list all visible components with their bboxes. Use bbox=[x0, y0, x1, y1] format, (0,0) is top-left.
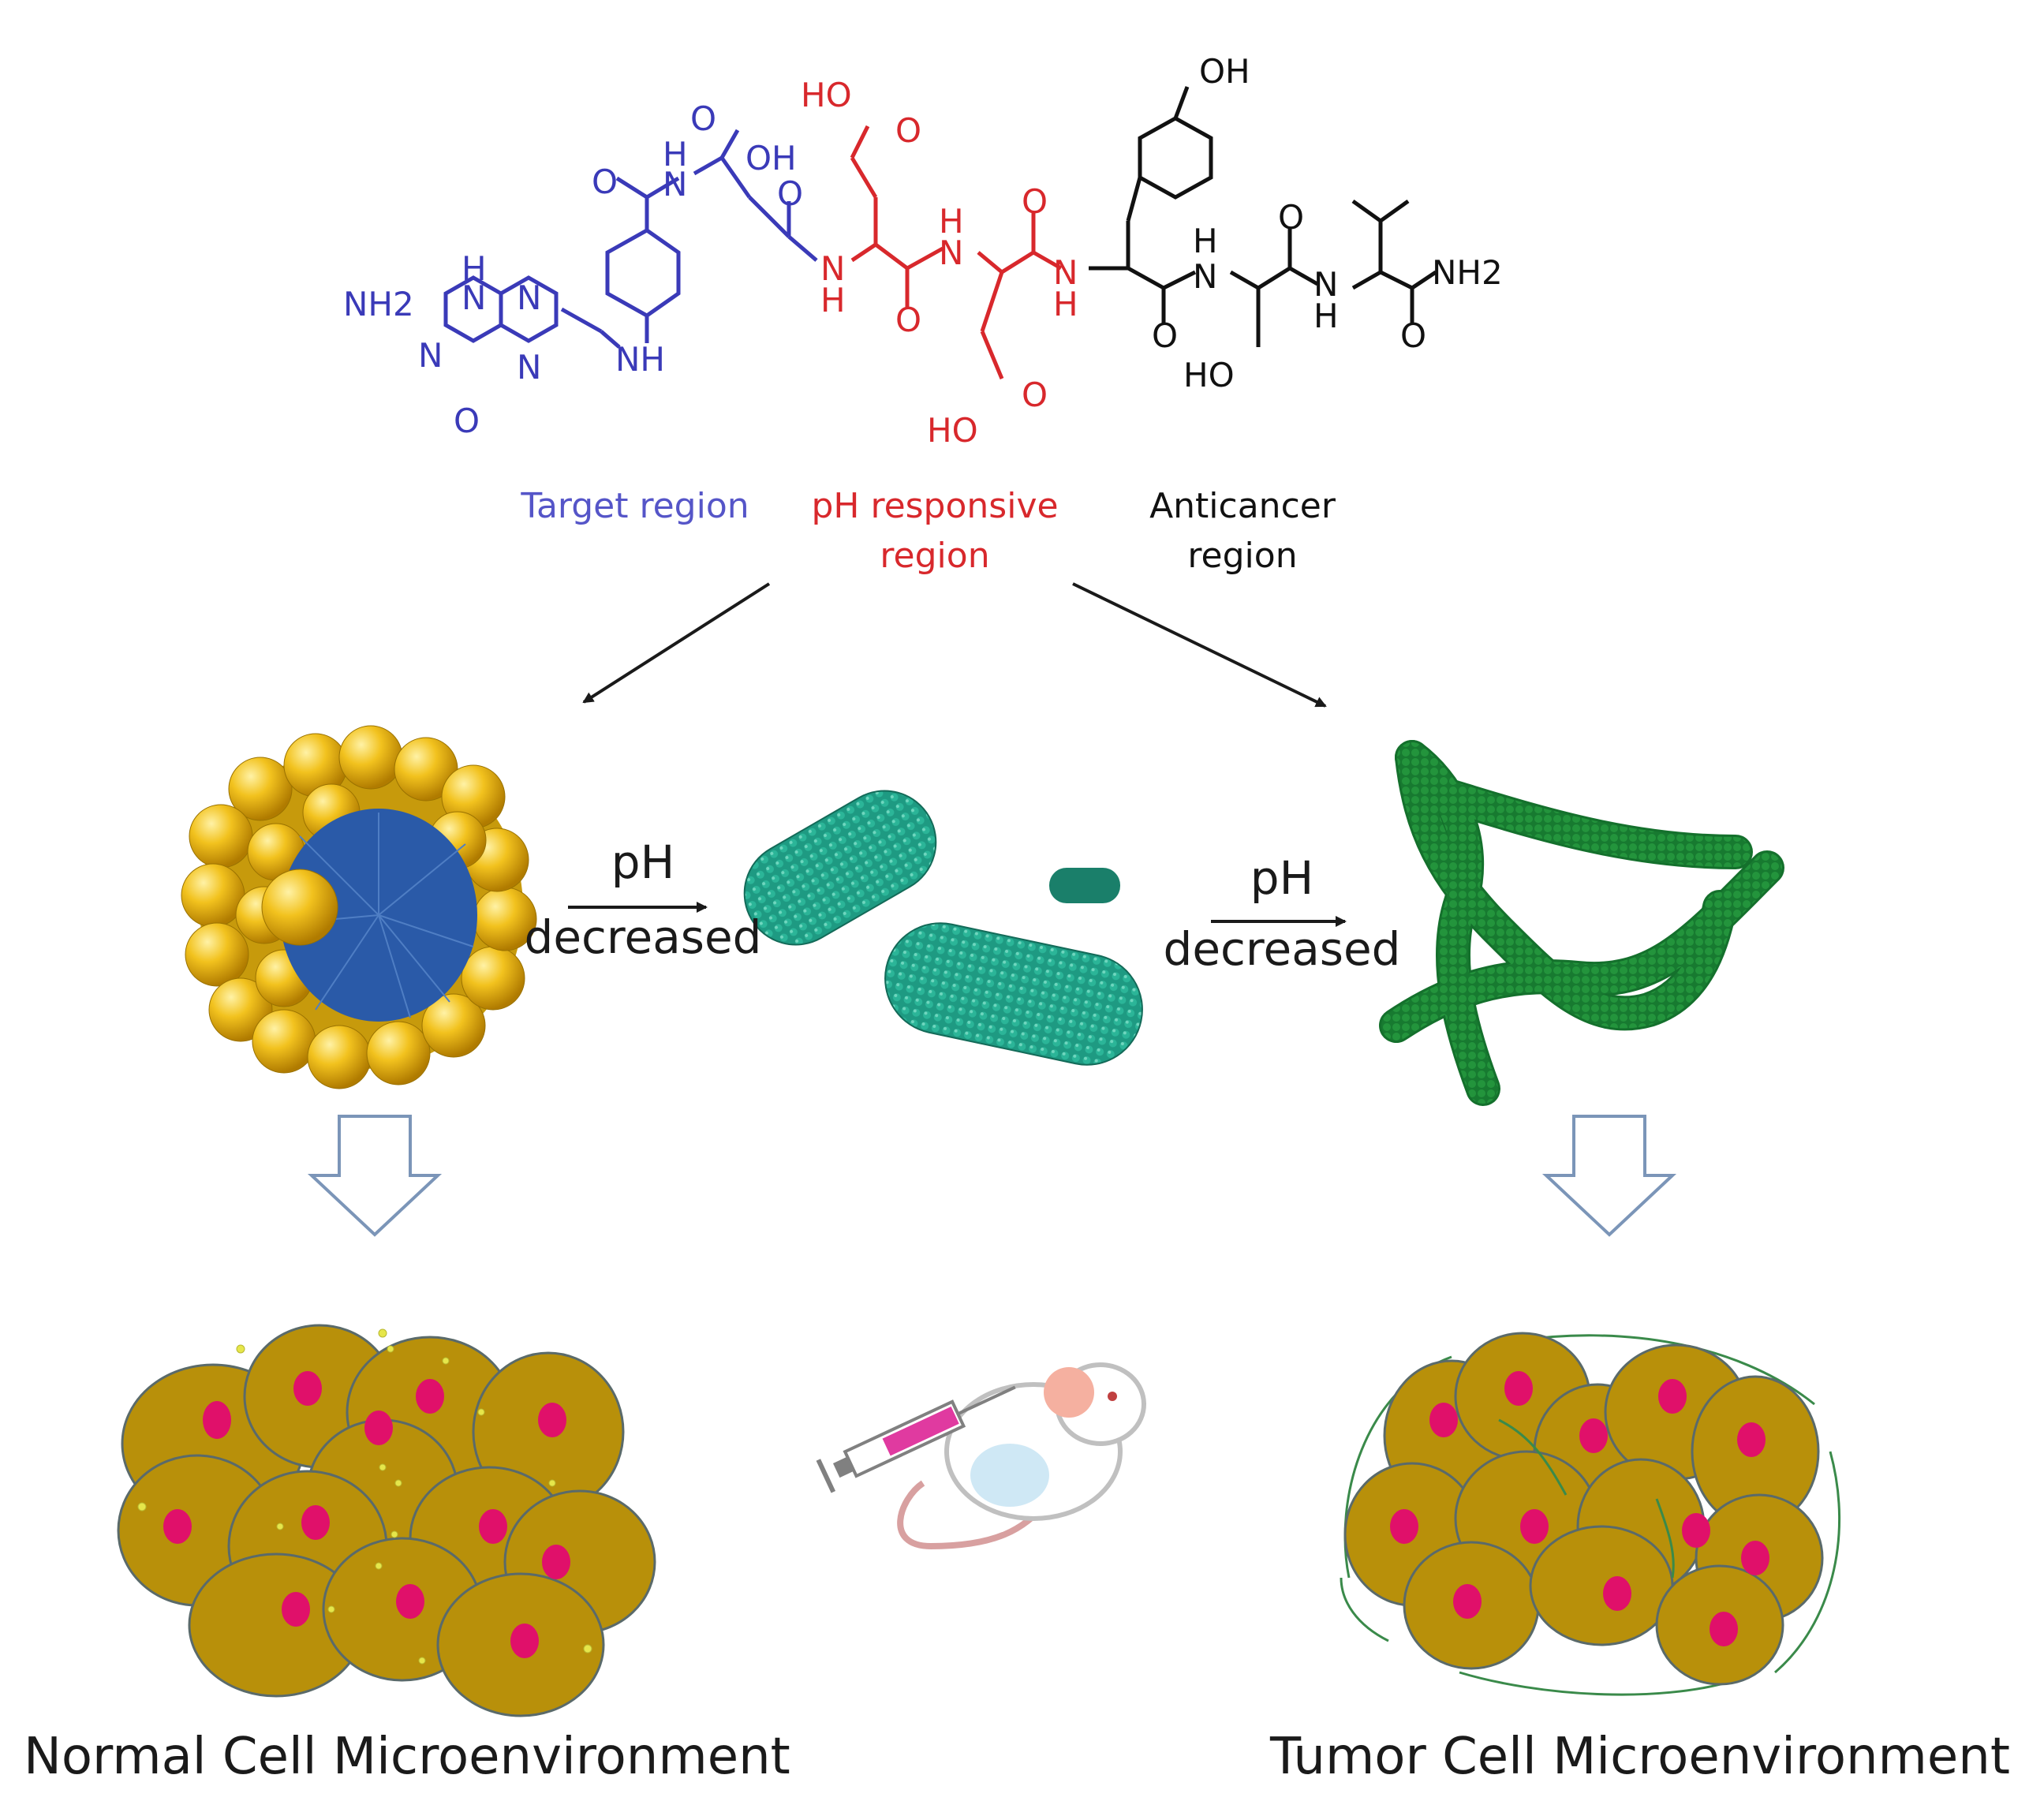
target-nh2: NH2 bbox=[343, 285, 414, 323]
target-o2: O bbox=[592, 163, 618, 201]
anti-h1: H bbox=[1193, 222, 1218, 260]
target-n1: N bbox=[461, 278, 486, 317]
target-n2: N bbox=[418, 336, 443, 375]
ph-o2: O bbox=[895, 301, 921, 339]
tumor-cell-caption: Tumor Cell Microenvironment bbox=[1270, 1728, 2010, 1786]
ph-h3: H bbox=[1053, 285, 1078, 323]
hollow-down-arrow-icon bbox=[1541, 1115, 1677, 1237]
target-n3: N bbox=[517, 278, 541, 317]
target-atom-labels: NH2 H N N N N O NH O H N O OH O bbox=[343, 99, 803, 440]
target-h2: H bbox=[663, 135, 688, 174]
ph-ho2: HO bbox=[927, 411, 978, 450]
transition-1-ph: pH bbox=[611, 835, 675, 889]
nanofibers bbox=[1379, 740, 1784, 1106]
ph-h2: H bbox=[939, 202, 964, 241]
mouse-icon bbox=[897, 1362, 1146, 1550]
target-oh: OH bbox=[745, 139, 797, 177]
ph-o1: O bbox=[895, 111, 921, 150]
ph-h1: H bbox=[820, 281, 846, 319]
anti-n1: N bbox=[1193, 257, 1217, 296]
target-o3: O bbox=[690, 99, 716, 138]
micelle bbox=[181, 725, 537, 1089]
ph-n2: N bbox=[939, 234, 963, 272]
transition-2-decreased: decreased bbox=[1163, 922, 1401, 976]
ph-region-label-line2: region bbox=[880, 536, 990, 576]
transition-2-ph: pH bbox=[1250, 851, 1314, 905]
ph-o4: O bbox=[1022, 376, 1048, 414]
target-n4: N bbox=[517, 348, 541, 387]
hollow-down-arrow-icon bbox=[307, 1115, 443, 1237]
target-o4: O bbox=[777, 174, 803, 213]
ph-n1: N bbox=[820, 249, 845, 288]
target-region-structure bbox=[443, 129, 818, 349]
ph-region-structure bbox=[850, 125, 1063, 379]
normal-cell-caption: Normal Cell Microenvironment bbox=[24, 1728, 790, 1786]
target-h: H bbox=[461, 249, 487, 288]
target-n5: N bbox=[663, 165, 687, 204]
nanorods bbox=[743, 790, 1143, 1066]
ph-ho1: HO bbox=[801, 76, 852, 114]
target-o1: O bbox=[454, 402, 480, 440]
normal-cell-cluster bbox=[117, 1324, 656, 1717]
anti-o1: O bbox=[1152, 316, 1178, 355]
ph-n3: N bbox=[1053, 253, 1078, 292]
anticancer-region-label-line2: region bbox=[1187, 536, 1298, 576]
anti-n2: N bbox=[1313, 265, 1338, 304]
anti-ho: HO bbox=[1183, 356, 1235, 394]
split-arrow-left bbox=[582, 582, 771, 704]
split-arrow-right bbox=[1072, 582, 1327, 708]
anti-oh: OH bbox=[1199, 52, 1250, 91]
anticancer-atom-labels: OH N H O HO O N H O NH2 bbox=[1152, 52, 1503, 394]
anti-h2: H bbox=[1313, 297, 1339, 335]
anti-nh2: NH2 bbox=[1432, 253, 1503, 292]
target-nh: NH bbox=[615, 340, 665, 379]
ph-o3: O bbox=[1022, 182, 1048, 221]
anti-o3: O bbox=[1400, 316, 1426, 355]
anticancer-region-structure bbox=[1089, 86, 1437, 347]
anticancer-region-label-line1: Anticancer bbox=[1149, 486, 1336, 526]
ph-atom-labels: HO O N H O H N O O HO N H bbox=[801, 76, 1078, 450]
transition-1-decreased: decreased bbox=[524, 910, 762, 964]
anti-o2: O bbox=[1278, 198, 1304, 237]
tumor-cell-cluster bbox=[1340, 1332, 1841, 1696]
syringe-icon bbox=[816, 1385, 1016, 1493]
target-region-label: Target region bbox=[521, 486, 749, 526]
ph-region-label-line1: pH responsive bbox=[811, 486, 1059, 526]
